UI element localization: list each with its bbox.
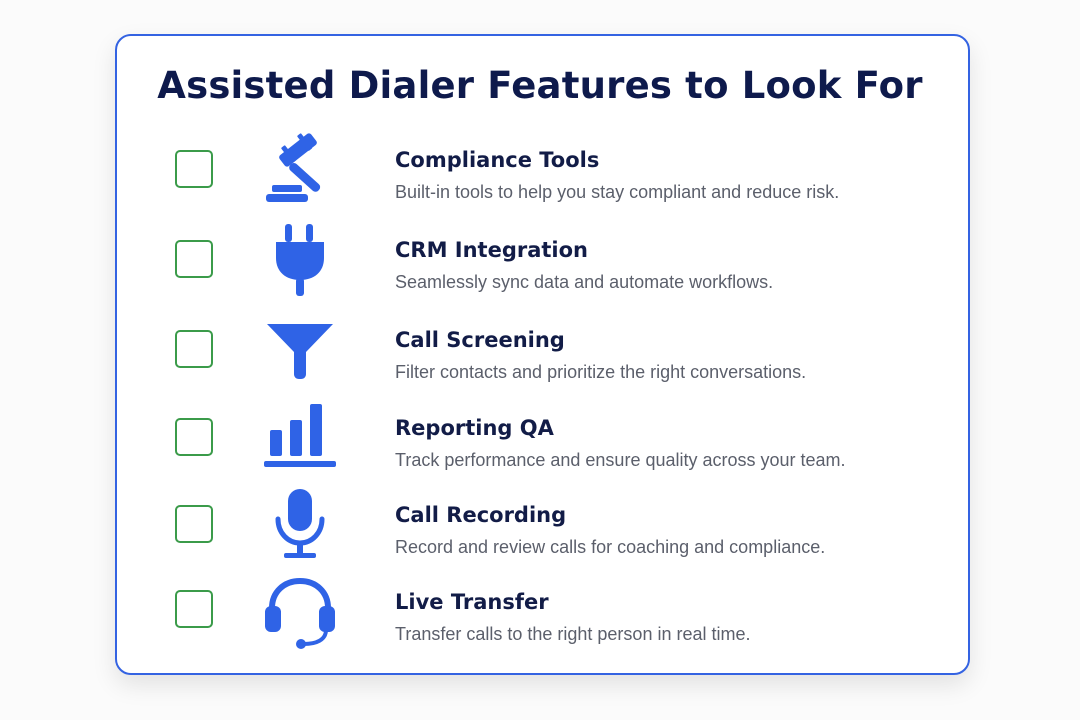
- list-item: Call Recording Record and review calls f…: [0, 485, 1080, 565]
- feature-title: Reporting QA: [395, 416, 554, 440]
- feature-description: Record and review calls for coaching and…: [395, 537, 826, 557]
- list-item: Compliance Tools Built-in tools to help …: [0, 130, 1080, 210]
- feature-description: Track performance and ensure quality acr…: [395, 450, 846, 470]
- checkbox[interactable]: [175, 418, 213, 456]
- feature-title: Live Transfer: [395, 590, 549, 614]
- feature-card: [115, 34, 970, 675]
- list-item: CRM Integration Seamlessly sync data and…: [0, 220, 1080, 300]
- checkbox[interactable]: [175, 150, 213, 188]
- feature-description: Built-in tools to help you stay complian…: [395, 182, 840, 202]
- feature-title: CRM Integration: [395, 238, 589, 262]
- feature-description: Transfer calls to the right person in re…: [395, 624, 751, 644]
- checkbox[interactable]: [175, 330, 213, 368]
- headset-icon: [260, 572, 340, 652]
- funnel-icon: [260, 310, 340, 390]
- feature-description: Seamlessly sync data and automate workfl…: [395, 272, 774, 292]
- plug-icon: [260, 220, 340, 300]
- page-title: Assisted Dialer Features to Look For: [157, 64, 923, 107]
- feature-title: Compliance Tools: [395, 148, 600, 172]
- list-item: Live Transfer Transfer calls to the righ…: [0, 572, 1080, 652]
- checkbox[interactable]: [175, 240, 213, 278]
- bar-chart-icon: [260, 398, 340, 478]
- feature-description: Filter contacts and prioritize the right…: [395, 362, 807, 382]
- checkbox[interactable]: [175, 590, 213, 628]
- microphone-icon: [260, 485, 340, 565]
- checkbox[interactable]: [175, 505, 213, 543]
- list-item: Call Screening Filter contacts and prior…: [0, 310, 1080, 390]
- gavel-icon: [260, 130, 340, 210]
- list-item: Reporting QA Track performance and ensur…: [0, 398, 1080, 478]
- feature-title: Call Recording: [395, 503, 567, 527]
- feature-title: Call Screening: [395, 328, 565, 352]
